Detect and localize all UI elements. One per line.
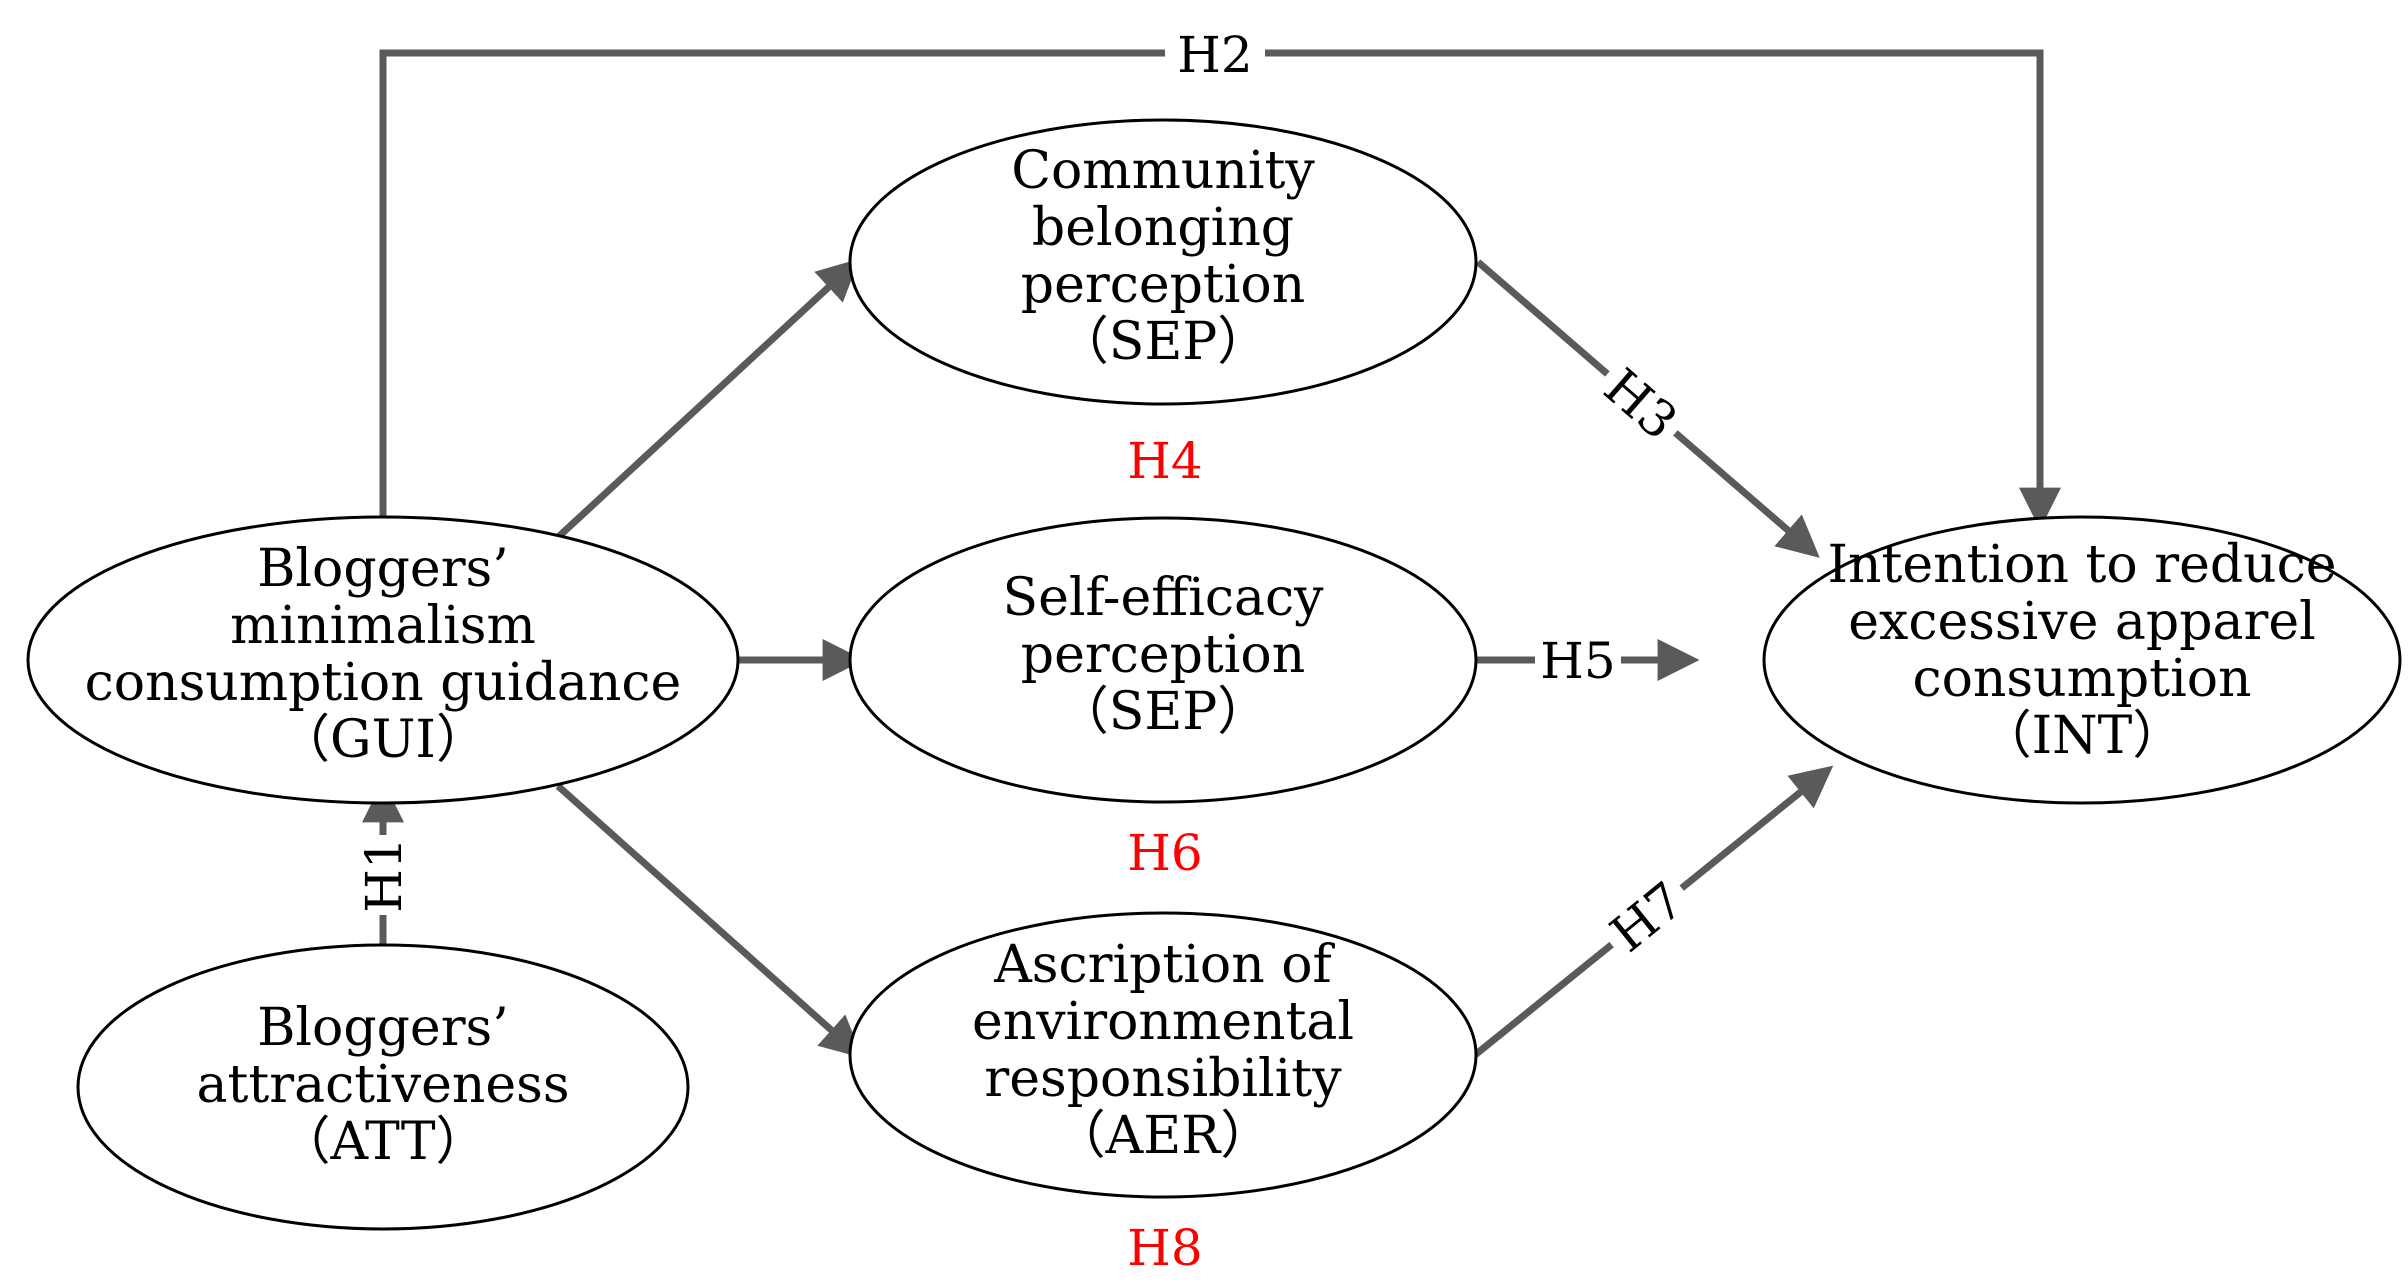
int-line-3: consumption (1912, 649, 2251, 709)
int-line-2: excessive apparel (1848, 592, 2316, 652)
node-att-text: Bloggers’ attractiveness （ATT） (196, 998, 569, 1172)
arrow-gui-to-community (552, 258, 860, 543)
gui-line-3: consumption guidance (85, 653, 682, 713)
community-line-4: （SEP） (1057, 312, 1270, 372)
gui-line-4: （GUI） (278, 710, 488, 770)
h4-mediation-label: H4 (1127, 432, 1202, 490)
h2-label-bg (1165, 22, 1265, 84)
int-line-1: Intention to reduce (1827, 535, 2336, 595)
att-line-2: attractiveness (196, 1055, 569, 1115)
h8-mediation-label: H8 (1127, 1219, 1202, 1277)
int-line-4: （INT） (1980, 706, 2185, 766)
h6-mediation-label: H6 (1127, 824, 1202, 882)
community-line-1: Community (1011, 141, 1315, 201)
att-line-1: Bloggers’ (257, 998, 509, 1058)
node-gui-text: Bloggers’ minimalism consumption guidanc… (85, 539, 682, 770)
node-self-efficacy (848, 516, 1478, 804)
h5-label-bg (1535, 630, 1621, 690)
selfefficacy-line-2: perception (1021, 625, 1305, 685)
aer-line-3: responsibility (984, 1049, 1342, 1109)
node-aer-text: Ascription of environmental responsibili… (972, 935, 1354, 1166)
community-line-3: perception (1021, 255, 1305, 315)
node-community-belonging (848, 118, 1478, 406)
community-line-2: belonging (1032, 198, 1294, 258)
node-self-efficacy-text: Self-efficacy perception （SEP） (1003, 568, 1325, 742)
gui-line-1: Bloggers’ (257, 539, 509, 599)
node-int (1762, 515, 2402, 805)
h5-label: H5 (1540, 632, 1615, 690)
node-int-text: Intention to reduce excessive apparel co… (1827, 535, 2336, 766)
h1-label-bg (353, 835, 413, 915)
h7-label-bg (1591, 863, 1701, 969)
gui-line-2: minimalism (230, 596, 536, 656)
h2-label: H2 (1177, 26, 1252, 84)
h3-label-bg (1587, 349, 1697, 456)
node-aer (848, 911, 1478, 1199)
aer-line-1: Ascription of (993, 935, 1335, 995)
arrow-gui-to-aer (555, 783, 863, 1059)
aer-line-2: environmental (972, 992, 1354, 1052)
node-att (76, 943, 690, 1231)
selfefficacy-line-1: Self-efficacy (1003, 568, 1325, 628)
selfefficacy-line-3: （SEP） (1057, 682, 1270, 742)
att-line-3: （ATT） (278, 1112, 487, 1172)
node-community-belonging-text: Community belonging perception （SEP） (1011, 141, 1315, 372)
node-gui (26, 515, 740, 805)
aer-line-4: （AER） (1054, 1106, 1273, 1166)
h1-label: H1 (355, 837, 413, 912)
